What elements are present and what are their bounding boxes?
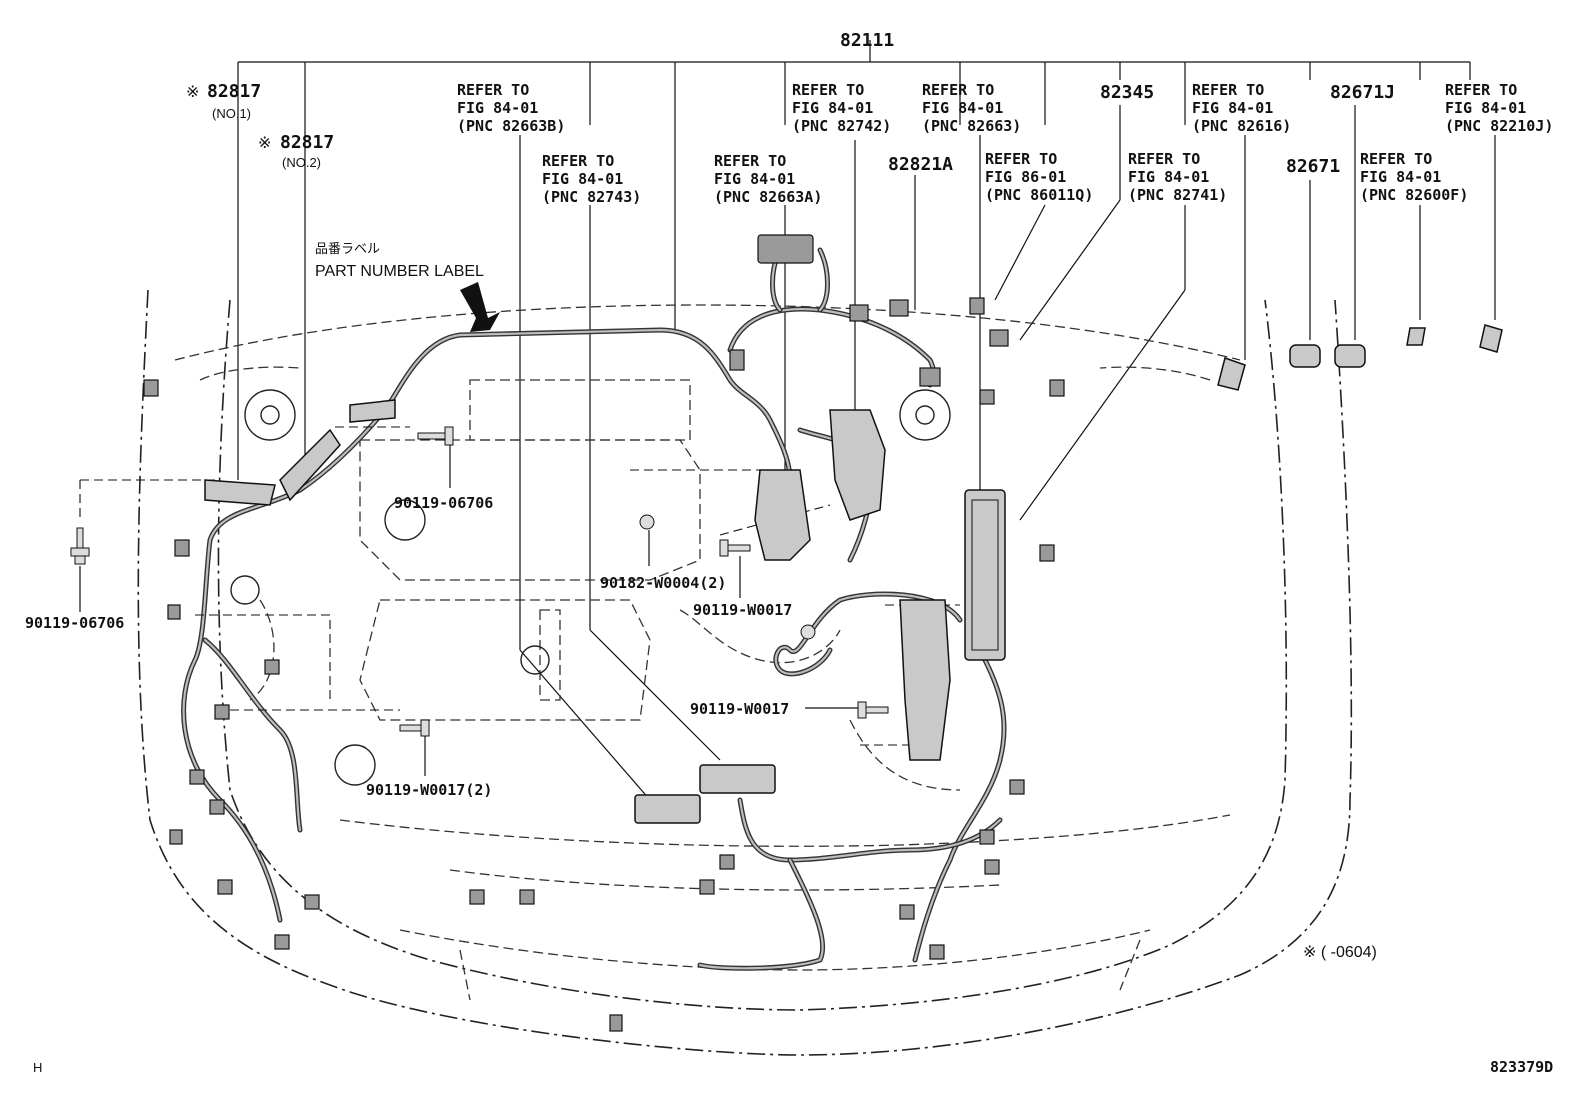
svg-text:REFER TO: REFER TO [922,81,994,99]
svg-text:REFER TO: REFER TO [1128,150,1200,168]
svg-text:(PNC 82600F): (PNC 82600F) [1360,186,1468,204]
pn-82817-no1-sub: (NO.1) [212,106,251,121]
loose-part-82671J [1334,344,1366,368]
svg-text:(PNC 82210J): (PNC 82210J) [1445,117,1553,135]
svg-text:FIG 84-01: FIG 84-01 [542,170,623,188]
bolt-pn-90119-06706-center: 90119-06706 [394,494,493,512]
bolt-icon [639,514,655,530]
svg-text:FIG 86-01: FIG 86-01 [985,168,1066,186]
bolt-pn-90119-06706-left: 90119-06706 [25,614,124,632]
refer-label-86011Q: REFER TO FIG 86-01 (PNC 86011Q) [985,150,1093,204]
front-connector-a [699,764,776,794]
svg-text:(PNC 82663A): (PNC 82663A) [714,188,822,206]
refer-label-82600F: REFER TO FIG 84-01 (PNC 82600F) [1360,150,1468,204]
refer-label-82663B: REFER TO FIG 84-01 (PNC 82663B) [457,81,565,135]
svg-text:(PNC 82743): (PNC 82743) [542,188,641,206]
bolt-pn-90119-W0017-a: 90119-W0017 [693,601,792,619]
pn-82817-no2-sub: (NO.2) [282,155,321,170]
wire-harness [181,247,1007,971]
refer-label-82741: REFER TO FIG 84-01 (PNC 82741) [1128,150,1227,204]
refer-label-82663: REFER TO FIG 84-01 (PNC 82663) [922,81,1021,135]
bolt-icons [70,426,889,737]
bolt-icon [417,426,454,446]
pn-82821A: 82821A [888,154,953,175]
pn-82671: 82671 [1286,156,1340,177]
svg-text:REFER TO: REFER TO [457,81,529,99]
figure-code: 823379D [1490,1058,1553,1076]
label-bracket-no1 [204,479,276,506]
svg-text:REFER TO: REFER TO [542,152,614,170]
callout-labels: 82111 ※ 82817 (NO.1) ※ 82817 (NO.2) 8234… [25,30,1553,1076]
ecu-bracket [899,599,951,761]
bolt-pn-90119-W0017-b: 90119-W0017 [690,700,789,718]
bolt-pn-90119-W0017-2: 90119-W0017(2) [366,781,492,799]
top-connector-cluster [729,234,1009,387]
harness-parts [70,234,1503,1032]
svg-text:(PNC 82741): (PNC 82741) [1128,186,1227,204]
svg-text:(PNC 82663B): (PNC 82663B) [457,117,565,135]
svg-text:(PNC 82663): (PNC 82663) [922,117,1021,135]
bolt-icon [719,539,751,557]
svg-text:(PNC 82742): (PNC 82742) [792,117,891,135]
svg-text:FIG 84-01: FIG 84-01 [922,99,1003,117]
vehicle-body-outline [137,289,1353,1056]
refer-label-82742: REFER TO FIG 84-01 (PNC 82742) [792,81,891,135]
svg-text:REFER TO: REFER TO [714,152,786,170]
arrow-icon [460,282,500,332]
pn-82817-no1: 82817 [207,81,261,102]
loose-part-82671 [1289,344,1321,368]
part-number-label-jp: 品番ラベル [315,241,380,256]
svg-text:FIG 84-01: FIG 84-01 [1360,168,1441,186]
svg-text:REFER TO: REFER TO [1360,150,1432,168]
note-mark: ※ [258,135,271,152]
svg-text:FIG 84-01: FIG 84-01 [1192,99,1273,117]
pn-82671J: 82671J [1330,82,1395,103]
svg-text:FIG 84-01: FIG 84-01 [457,99,538,117]
refer-label-82616: REFER TO FIG 84-01 (PNC 82616) [1192,81,1291,135]
svg-text:(PNC 86011Q): (PNC 86011Q) [985,186,1093,204]
bolt-icon [857,701,889,719]
refer-label-82743: REFER TO FIG 84-01 (PNC 82743) [542,152,641,206]
svg-text:FIG 84-01: FIG 84-01 [792,99,873,117]
relay-block [829,409,886,521]
igniter-module [754,469,811,561]
bolt-pn-90182-W0004: 90182-W0004(2) [600,574,726,592]
loose-part-82210J [1479,324,1503,353]
junction-block [964,489,1006,661]
corner-mark: H [33,1060,42,1075]
svg-text:FIG 84-01: FIG 84-01 [1445,99,1526,117]
label-bracket-top [349,399,396,423]
svg-text:REFER TO: REFER TO [792,81,864,99]
part-number-label-en: PART NUMBER LABEL [315,263,484,280]
label-bracket-no2 [279,428,341,502]
bolt-icon [399,719,430,737]
note-mark: ※ [186,84,199,101]
svg-text:REFER TO: REFER TO [1445,81,1517,99]
loose-part-82616 [1217,357,1246,391]
pn-82111: 82111 [840,30,894,51]
body-grommets [143,379,1065,1032]
svg-text:REFER TO: REFER TO [1192,81,1264,99]
svg-text:REFER TO: REFER TO [985,150,1057,168]
loose-part-82600F [1406,327,1426,346]
svg-text:FIG 84-01: FIG 84-01 [1128,168,1209,186]
svg-text:FIG 84-01: FIG 84-01 [714,170,795,188]
leader-lines [237,40,1496,801]
footnote-serial: ※ ( -0604) [1303,944,1377,961]
refer-label-82210J: REFER TO FIG 84-01 (PNC 82210J) [1445,81,1553,135]
bolt-icon [800,624,816,640]
front-connector-b [634,794,701,824]
bolt-icon [70,527,90,565]
svg-text:(PNC 82616): (PNC 82616) [1192,117,1291,135]
pn-82817-no2: 82817 [280,132,334,153]
pn-82345: 82345 [1100,82,1154,103]
refer-label-82663A: REFER TO FIG 84-01 (PNC 82663A) [714,152,822,206]
